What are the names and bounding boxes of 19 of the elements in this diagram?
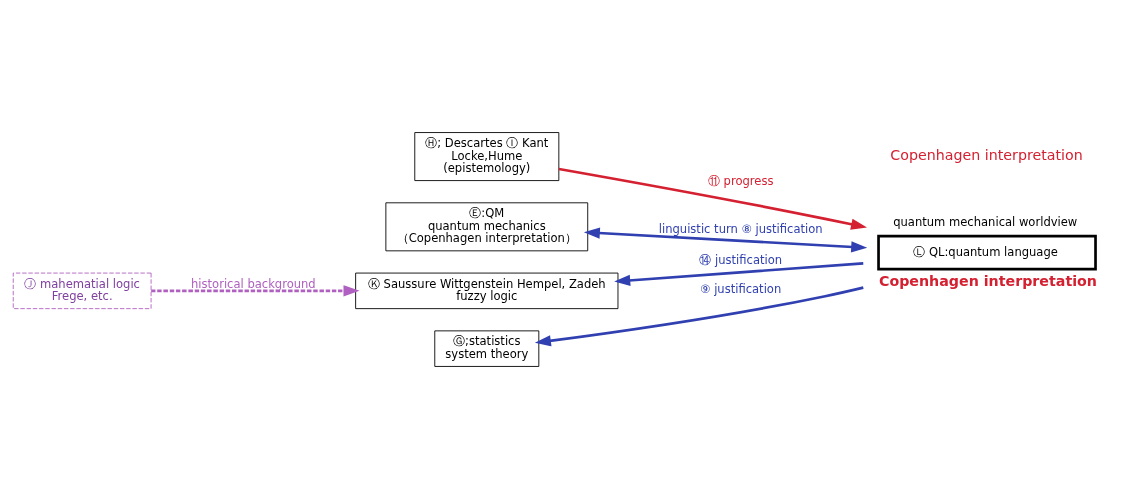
node-label: quantum mechanical worldview — [893, 214, 1078, 229]
node-label: Copenhagen interpretation — [878, 272, 1097, 289]
node-box: Ⓛ QL:quantum language — [877, 234, 1097, 270]
label: Copenhagen interpretation — [890, 146, 1083, 163]
node-box: Ⓙ mahematial logic Frege, etc. — [12, 272, 152, 309]
node-box: Ⓗ; Descartes Ⓘ Kant Locke,Hume (epistemology) — [414, 131, 560, 181]
arrow — [614, 261, 864, 286]
edge-label: ⑪ progress — [707, 172, 774, 187]
edge-label: linguistic turn ⑧ justification — [658, 221, 823, 236]
edge-label: historical background — [191, 276, 316, 291]
arrow — [558, 167, 868, 230]
arrow — [534, 285, 864, 346]
node-box: Ⓖ;statistics system theory — [434, 329, 540, 367]
edge-label: ⑨ justification — [700, 281, 782, 296]
edge-label: ⑭ justification — [699, 252, 783, 267]
arrow — [583, 226, 868, 253]
node-box: Ⓚ Saussure Wittgenstein Hempel, Zadeh fuzzy logic — [355, 272, 619, 309]
arrow — [151, 284, 360, 296]
node-box: Ⓔ:QM quantum mechanics （Copenhagen interpretation） — [385, 201, 589, 251]
